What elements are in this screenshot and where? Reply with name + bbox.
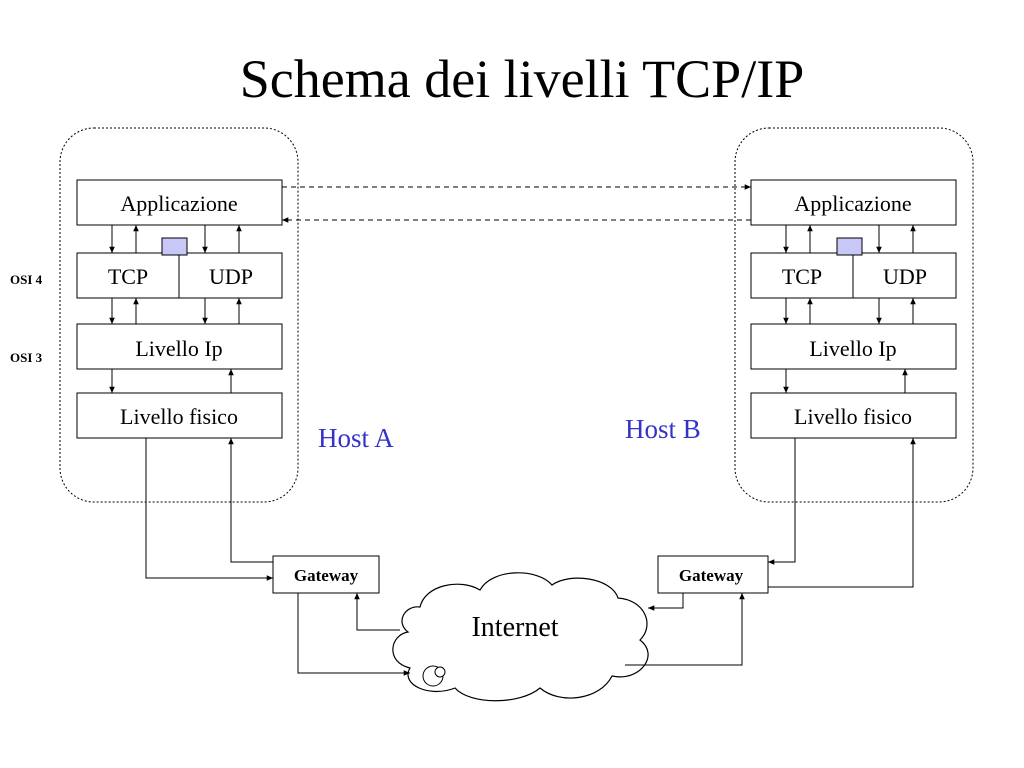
internet-label: Internet	[471, 612, 558, 643]
internet-cloud-shape	[392, 572, 649, 702]
host-a-ip-layer	[76, 323, 283, 370]
host-a-physical-layer	[76, 392, 283, 439]
link-gateway-to-hosta	[228, 438, 273, 563]
host-a-port-box	[161, 237, 188, 256]
host-b-ip-layer	[750, 323, 957, 370]
link-gateway-right-to-internet	[648, 593, 684, 611]
internet-cloud: Internet	[392, 572, 649, 702]
host-b-application-layer	[750, 179, 957, 226]
host-b-ip-label: Livello Ip	[809, 336, 896, 361]
host-a-application-layer	[76, 179, 283, 226]
host-b-boundary	[734, 127, 974, 503]
host-b-udp-label: UDP	[883, 264, 927, 289]
gateway-right-label: Gateway	[679, 566, 744, 585]
link-hostb-to-gateway	[768, 438, 796, 565]
host-b-physical-layer	[750, 392, 957, 439]
link-internet-to-gateway-left	[354, 593, 400, 631]
osi4-label: OSI 4	[10, 272, 43, 287]
host-a-application-label: Applicazione	[120, 191, 237, 216]
gateway-left-box	[272, 555, 380, 594]
link-hosta-to-gateway	[145, 438, 273, 581]
gateway-right-box	[657, 555, 769, 594]
host-b-physical-label: Livello fisico	[794, 404, 912, 429]
host-a-label: Host A	[318, 423, 394, 453]
host-b-label: Host B	[625, 414, 701, 444]
host-b-tcp-label: TCP	[782, 264, 822, 289]
host-b-port-box	[836, 237, 863, 256]
gateway-left-label: Gateway	[294, 566, 359, 585]
cloud-tail-bubble-small	[434, 666, 446, 678]
host-a-physical-label: Livello fisico	[120, 404, 238, 429]
host-b-stack: Applicazione TCP UDP Livello Ip Livello …	[734, 127, 974, 503]
host-a-stack: Applicazione TCP UDP Livello Ip Livello …	[59, 127, 299, 503]
link-gateway-left-to-internet	[297, 593, 410, 676]
host-b-application-label: Applicazione	[794, 191, 911, 216]
host-a-ip-label: Livello Ip	[135, 336, 222, 361]
link-internet-to-gateway-right	[625, 593, 745, 666]
host-a-tcp-label: TCP	[108, 264, 148, 289]
osi3-label: OSI 3	[10, 350, 43, 365]
host-a-udp-label: UDP	[209, 264, 253, 289]
host-a-boundary	[59, 127, 299, 503]
link-gateway-to-hostb	[768, 438, 916, 588]
page-title: Schema dei livelli TCP/IP	[240, 49, 804, 109]
